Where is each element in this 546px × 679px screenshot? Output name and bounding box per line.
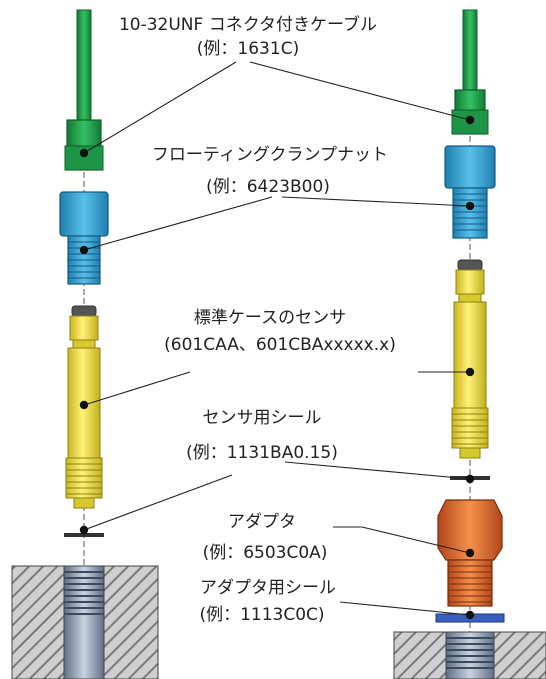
left-cable-wire	[76, 9, 92, 121]
label-nut-line1: フローティングクランプナット	[152, 145, 388, 165]
label-nut-line2: (例：6423B00)	[206, 177, 330, 197]
left-mounting-base	[11, 565, 159, 679]
leader-adapter-seal	[339, 601, 471, 616]
leader-sensor-seal-right	[284, 461, 471, 480]
leader-lines	[83, 61, 471, 616]
label-adapter-line1: アダプタ	[228, 512, 296, 532]
label-sensor-line2: (601CAA、601CBAxxxxx.x)	[164, 335, 396, 355]
label-cable-line2: (例：1631C)	[197, 39, 299, 59]
label-sensor-seal-line1: センサ用シール	[203, 408, 322, 428]
label-cable-line1: 10-32UNF コネクタ付きケーブル	[119, 14, 377, 35]
leader-cable-right	[249, 61, 471, 121]
label-sensor-line1: 標準ケースのセンサ	[194, 308, 346, 328]
left-clamp-nut	[59, 191, 109, 285]
leader-nut-left	[83, 196, 273, 251]
right-clamp-nut	[444, 145, 496, 239]
leader-sensor-seal-left	[83, 474, 233, 531]
callout-labels: 10-32UNF コネクタ付きケーブル (例：1631C) フローティングクラン…	[119, 14, 396, 625]
right-mounting-base	[393, 631, 546, 679]
left-sensor	[65, 305, 103, 509]
label-adapter-line2: (例：6503C0A)	[203, 543, 328, 563]
right-adapter	[437, 499, 503, 607]
leader-nut-right	[281, 196, 471, 207]
leader-dots	[79, 115, 475, 620]
left-assembly	[11, 9, 159, 679]
right-assembly	[393, 9, 546, 679]
leader-cable-left	[83, 61, 237, 154]
leader-sensor-left	[83, 371, 191, 406]
right-sensor	[451, 259, 489, 459]
label-adapter-seal-line2: (例：1113C0C)	[199, 605, 324, 625]
label-sensor-seal-line2: (例：1131BA0.15)	[186, 443, 338, 463]
label-adapter-seal-line1: アダプタ用シール	[200, 578, 336, 598]
leader-adapter	[333, 526, 471, 554]
right-cable-wire	[462, 9, 478, 91]
left-sensor-seal	[64, 533, 104, 537]
